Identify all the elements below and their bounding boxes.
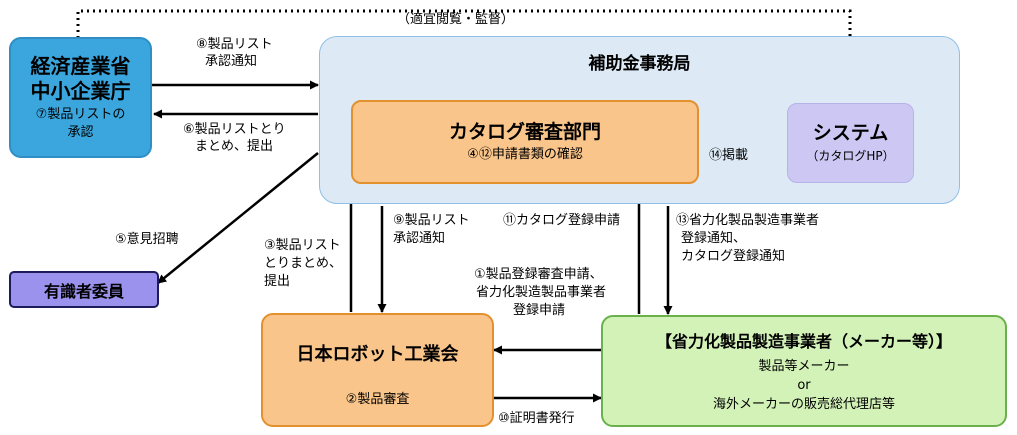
monitor-arrow [76, 9, 855, 103]
label-monitor: （適宜閲覧・監督） [397, 12, 515, 27]
makers-line2: 製品等メーカー [758, 359, 850, 374]
label-s13-b: 登録通知、 [681, 231, 747, 246]
label-s6-a: ⑥製品リストとり [183, 122, 286, 137]
label-s13-c: カタログ登録通知 [681, 249, 786, 264]
experts-box: 有識者委員 [9, 271, 159, 308]
makers-box: 【省力化製品製造事業者（メーカー等）】 製品等メーカー or 海外メーカーの販売… [601, 315, 1007, 427]
meti-box: 経済産業省 中小企業庁 ⑦製品リストの 承認 [9, 37, 152, 158]
label-s9-b: 承認通知 [393, 231, 446, 246]
label-s6-b: まとめ、提出 [195, 139, 274, 154]
meti-line4: 承認 [67, 124, 94, 140]
meti-line2: 中小企業庁 [30, 78, 131, 103]
meti-line1: 経済産業省 [30, 53, 131, 78]
jara-subtitle: ②製品審査 [345, 392, 410, 407]
label-s3-a: ③製品リスト [264, 238, 341, 253]
label-s1-a: ①製品登録審査申請、 [474, 267, 603, 282]
label-s3-b: とりまとめ、 [264, 256, 343, 271]
label-s8-b: 承認通知 [205, 54, 258, 69]
makers-line3: or [797, 378, 811, 393]
label-s1-c: 登録申請 [513, 303, 566, 318]
makers-line4: 海外メーカーの販売総代理店等 [712, 397, 895, 412]
jara-title: 日本ロボット工業会 [296, 344, 459, 365]
system-box: システム （カタログHP） [787, 103, 914, 183]
office-title: 補助金事務局 [588, 54, 691, 74]
jara-box: 日本ロボット工業会 ②製品審査 [261, 313, 494, 427]
label-s10: ⑩証明書発行 [498, 411, 575, 426]
label-s9-a: ⑨製品リスト [393, 213, 470, 228]
makers-title: 【省力化製品製造事業者（メーカー等）】 [655, 332, 952, 351]
label-s3-c: 提出 [264, 274, 291, 289]
experts-title: 有識者委員 [43, 281, 124, 301]
system-title: システム [812, 122, 889, 144]
label-s13-a: ⑬省力化製品製造事業者 [676, 213, 820, 228]
arrow-s5 [157, 152, 319, 284]
meti-line3: ⑦製品リストの [35, 106, 126, 122]
label-s1-b: 省力化製造製品事業者 [476, 285, 607, 300]
label-s8-a: ⑧製品リスト [196, 37, 273, 52]
label-s11: ⑪カタログ登録申請 [503, 213, 621, 228]
catalog-dept-box: カタログ審査部門 ④⑫申請書類の確認 [351, 100, 699, 184]
catalog-dept-subtitle: ④⑫申請書類の確認 [467, 147, 583, 162]
label-s5: ⑤意見招聘 [115, 232, 179, 247]
system-subtitle: （カタログHP） [806, 149, 895, 163]
label-s14: ⑭掲載 [709, 148, 749, 163]
catalog-dept-title: カタログ審査部門 [448, 121, 601, 143]
